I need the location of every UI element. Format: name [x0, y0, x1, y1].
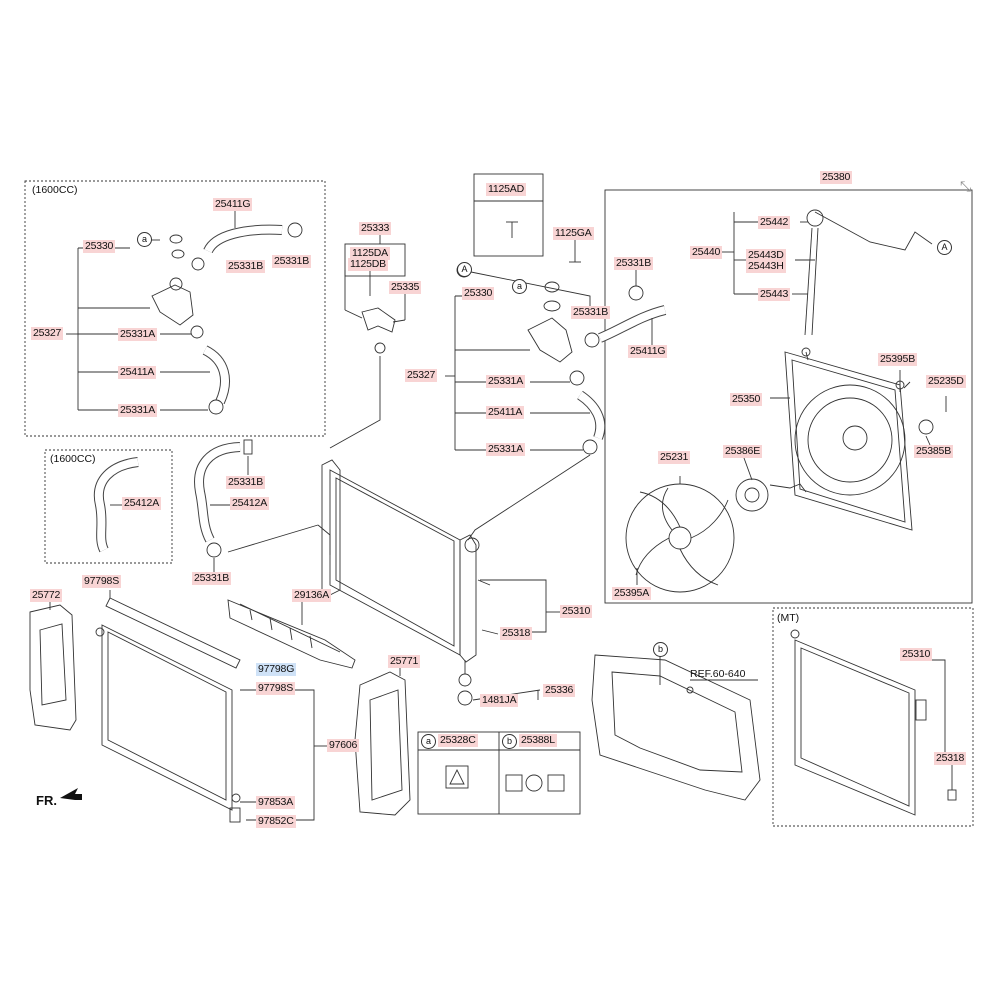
part-label-25442[interactable]: 25442 — [758, 216, 791, 229]
part-label-25411a[interactable]: 25411A — [486, 406, 525, 419]
callout-A-reservoir: A — [937, 240, 952, 255]
part-label-25411a[interactable]: 25411A — [118, 366, 157, 379]
part-label-25333[interactable]: 25333 — [359, 222, 392, 235]
part-label-25440[interactable]: 25440 — [690, 246, 723, 259]
part-label-25412a[interactable]: 25412A — [122, 497, 162, 510]
part-label-25412a[interactable]: 25412A — [230, 497, 270, 510]
air-guard-25772 — [29, 604, 77, 731]
callout-A-top-mid: A — [457, 262, 472, 277]
part-label-25443d[interactable]: 25443D — [746, 249, 786, 262]
part-label-25772[interactable]: 25772 — [30, 589, 63, 602]
group-box-mt-radiator — [772, 607, 974, 827]
part-label-1125db[interactable]: 1125DB — [348, 258, 388, 271]
bracket-25335 — [361, 307, 396, 333]
part-label-25411g[interactable]: 25411G — [213, 198, 253, 211]
group-box-fan-shroud — [604, 189, 973, 604]
enlarge-icon[interactable]: ⤡ — [960, 178, 972, 194]
part-label-25386e[interactable]: 25386E — [723, 445, 763, 458]
front-direction-label: FR. — [36, 793, 57, 808]
part-label-25395b[interactable]: 25395B — [878, 353, 918, 366]
part-label-25380[interactable]: 25380 — [820, 171, 853, 184]
part-label-25331b[interactable]: 25331B — [192, 572, 232, 585]
part-label-97798g-selected[interactable]: 97798G — [256, 663, 297, 676]
group-title-1600cc-mid: (1600CC) — [50, 453, 96, 465]
part-label-1125da[interactable]: 1125DA — [350, 247, 390, 260]
callout-a-top-left: a — [137, 232, 152, 247]
thermostat-housing-a — [151, 284, 194, 326]
part-label-25331b[interactable]: 25331B — [571, 306, 611, 319]
part-label-25310[interactable]: 25310 — [900, 648, 933, 661]
ref-label-60-640[interactable]: REF.60-640 — [690, 668, 746, 680]
part-label-25443[interactable]: 25443 — [758, 288, 791, 301]
part-label-25331a[interactable]: 25331A — [118, 328, 158, 341]
part-label-25310[interactable]: 25310 — [560, 605, 593, 618]
part-label-25235d[interactable]: 25235D — [926, 375, 966, 388]
callout-b-carrier: b — [653, 642, 668, 657]
part-label-25336[interactable]: 25336 — [543, 684, 576, 697]
part-label-29136a[interactable]: 29136A — [292, 589, 332, 602]
part-label-1481ja[interactable]: 1481JA — [480, 694, 519, 707]
main-radiator-25310 — [329, 469, 461, 656]
part-label-25443h[interactable]: 25443H — [746, 260, 786, 273]
group-title-mt: (MT) — [777, 612, 800, 624]
group-box-1125ad — [473, 173, 544, 257]
fan-motor-25386e — [735, 478, 769, 512]
part-label-25331b[interactable]: 25331B — [272, 255, 312, 268]
group-box-1600cc-hose — [24, 180, 326, 437]
seal-97798s — [105, 597, 241, 669]
mt-radiator-25310 — [794, 639, 916, 816]
part-label-25331a[interactable]: 25331A — [118, 404, 158, 417]
part-label-25231[interactable]: 25231 — [658, 451, 691, 464]
part-label-25395a[interactable]: 25395A — [612, 587, 652, 600]
part-label-25318[interactable]: 25318 — [500, 627, 533, 640]
callout-b-label-box: b — [502, 734, 517, 749]
fan-shroud-25350 — [784, 351, 913, 531]
part-label-1125ad[interactable]: 1125AD — [486, 183, 526, 196]
callout-a-label-box: a — [421, 734, 436, 749]
part-label-25331a[interactable]: 25331A — [486, 443, 526, 456]
fan-blade-25231 — [625, 483, 735, 593]
part-label-25335[interactable]: 25335 — [389, 281, 422, 294]
part-label-25411g[interactable]: 25411G — [628, 345, 668, 358]
part-label-97606[interactable]: 97606 — [327, 739, 360, 752]
clamp-25331b-top — [287, 222, 303, 238]
part-label-25327[interactable]: 25327 — [31, 327, 64, 340]
air-guard-25771 — [354, 671, 411, 816]
part-label-25331b[interactable]: 25331B — [226, 476, 266, 489]
part-label-97798s[interactable]: 97798S — [256, 682, 296, 695]
air-guard-29136a — [227, 599, 356, 669]
group-title-1600cc-top: (1600CC) — [32, 184, 78, 196]
clamp-25331b-mid — [191, 257, 205, 271]
part-label-25385b[interactable]: 25385B — [914, 445, 954, 458]
part-label-25331b[interactable]: 25331B — [226, 260, 266, 273]
thermostat-housing-c — [527, 317, 573, 363]
reservoir-tube — [814, 211, 933, 251]
condenser-97606 — [101, 624, 233, 811]
part-label-25350[interactable]: 25350 — [730, 393, 763, 406]
part-label-97798s[interactable]: 97798S — [82, 575, 122, 588]
part-label-25330[interactable]: 25330 — [462, 287, 495, 300]
part-label-25318[interactable]: 25318 — [934, 752, 967, 765]
part-label-25331a[interactable]: 25331A — [486, 375, 526, 388]
part-label-97853a[interactable]: 97853A — [256, 796, 296, 809]
part-label-97852c[interactable]: 97852C — [256, 815, 296, 828]
part-label-25327[interactable]: 25327 — [405, 369, 438, 382]
part-label-1125ga[interactable]: 1125GA — [553, 227, 594, 240]
part-label-25331b[interactable]: 25331B — [614, 257, 654, 270]
part-label-25328c[interactable]: 25328C — [438, 734, 478, 747]
part-label-25771[interactable]: 25771 — [388, 655, 421, 668]
part-label-25388l[interactable]: 25388L — [519, 734, 557, 747]
part-label-25330[interactable]: 25330 — [83, 240, 116, 253]
callout-a-top-mid: a — [512, 279, 527, 294]
